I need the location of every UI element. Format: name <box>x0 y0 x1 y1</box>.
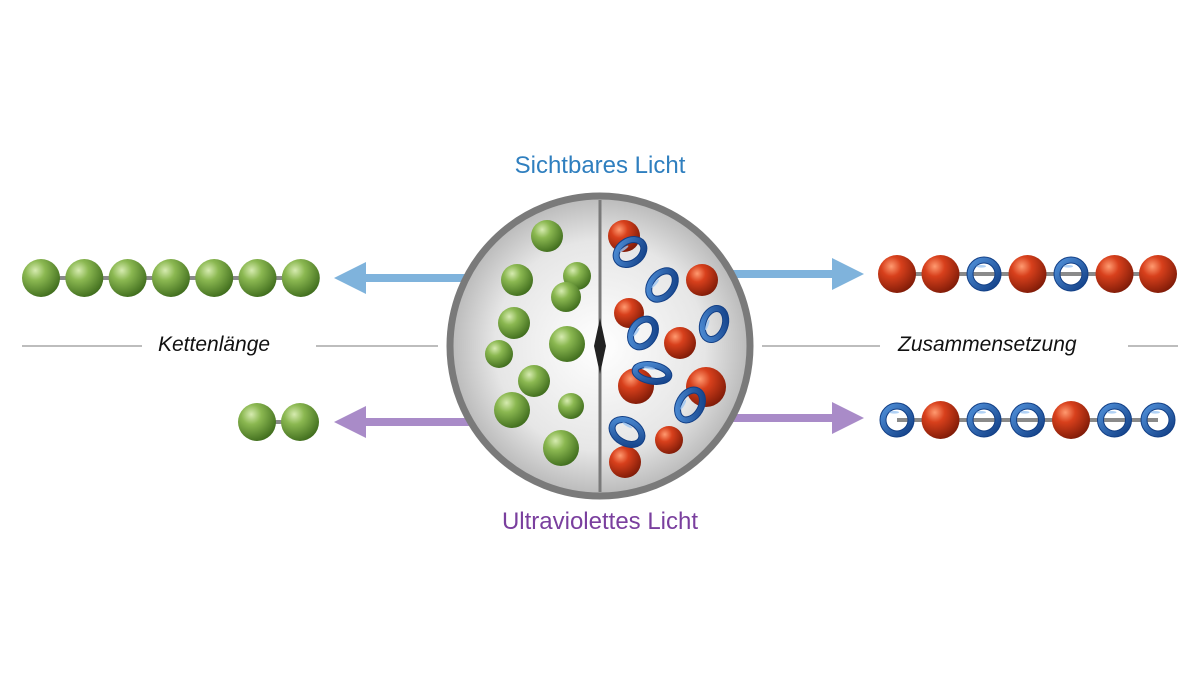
blue-ring-monomer-icon <box>879 402 915 438</box>
copolymer-chain-uv <box>879 401 1176 439</box>
blue-ring-monomer-icon <box>612 236 648 268</box>
red-monomer-icon <box>1095 255 1134 293</box>
red-monomer-icon <box>1052 401 1090 439</box>
visible-light-label: Sichtbares Licht <box>514 152 686 179</box>
blue-ring-monomer-icon <box>645 267 679 303</box>
red-monomer-icon <box>609 446 641 478</box>
red-monomer-icon <box>878 255 916 293</box>
green-monomer-icon <box>195 259 234 297</box>
blue-ring-monomer-icon <box>627 315 659 351</box>
green-monomer-icon <box>108 259 147 297</box>
green-monomer-icon <box>485 340 513 368</box>
green-monomer-icon <box>65 259 104 297</box>
green-monomer-icon <box>238 259 277 297</box>
green-monomer-icon <box>22 259 60 297</box>
ultraviolet-light-label: Ultraviolettes Licht <box>501 508 699 535</box>
blue-ring-monomer-icon <box>1010 402 1045 438</box>
blue-ring-monomer-icon <box>1097 402 1132 438</box>
blue-ring-monomer-icon <box>674 386 706 424</box>
chain-length-label: Kettenlänge <box>158 333 271 356</box>
green-monomer-icon <box>558 393 584 419</box>
green-chain-long <box>22 259 320 297</box>
green-monomer-icon <box>551 282 581 312</box>
red-monomer-icon <box>1139 255 1177 293</box>
copolymer-chain-visible <box>878 255 1177 293</box>
green-monomer-icon <box>518 365 550 397</box>
blue-ring-monomer-icon <box>1140 402 1176 438</box>
red-monomer-icon <box>921 255 960 293</box>
green-monomer-icon <box>238 403 276 441</box>
red-monomer-icon <box>686 264 718 296</box>
blue-ring-monomer-icon <box>1053 256 1089 292</box>
red-monomer-icon <box>1008 255 1047 293</box>
green-monomer-icon <box>501 264 533 296</box>
red-monomer-icon <box>655 426 683 454</box>
red-monomer-icon <box>664 327 696 359</box>
blue-ring-monomer-icon <box>631 361 673 385</box>
blue-ring-monomer-icon <box>698 305 730 343</box>
red-monomer-icon <box>921 401 960 439</box>
green-chain-short <box>238 403 319 441</box>
green-monomer-icon <box>281 259 320 297</box>
green-monomer-icon <box>498 307 530 339</box>
blue-ring-monomer-icon <box>966 402 1002 438</box>
green-monomer-icon <box>151 259 190 297</box>
green-monomer-icon <box>543 430 579 466</box>
composition-label: Zusammensetzung <box>898 333 1077 356</box>
red-monomer-icon <box>608 220 640 252</box>
green-monomer-icon <box>281 403 319 441</box>
red-monomer-icon <box>686 367 726 407</box>
vessel-monomers <box>485 220 730 478</box>
blue-ring-monomer-icon <box>966 256 1002 292</box>
green-monomer-icon <box>531 220 563 252</box>
green-monomer-icon <box>549 326 585 362</box>
green-monomer-icon <box>494 392 530 428</box>
blue-ring-monomer-icon <box>608 416 646 448</box>
